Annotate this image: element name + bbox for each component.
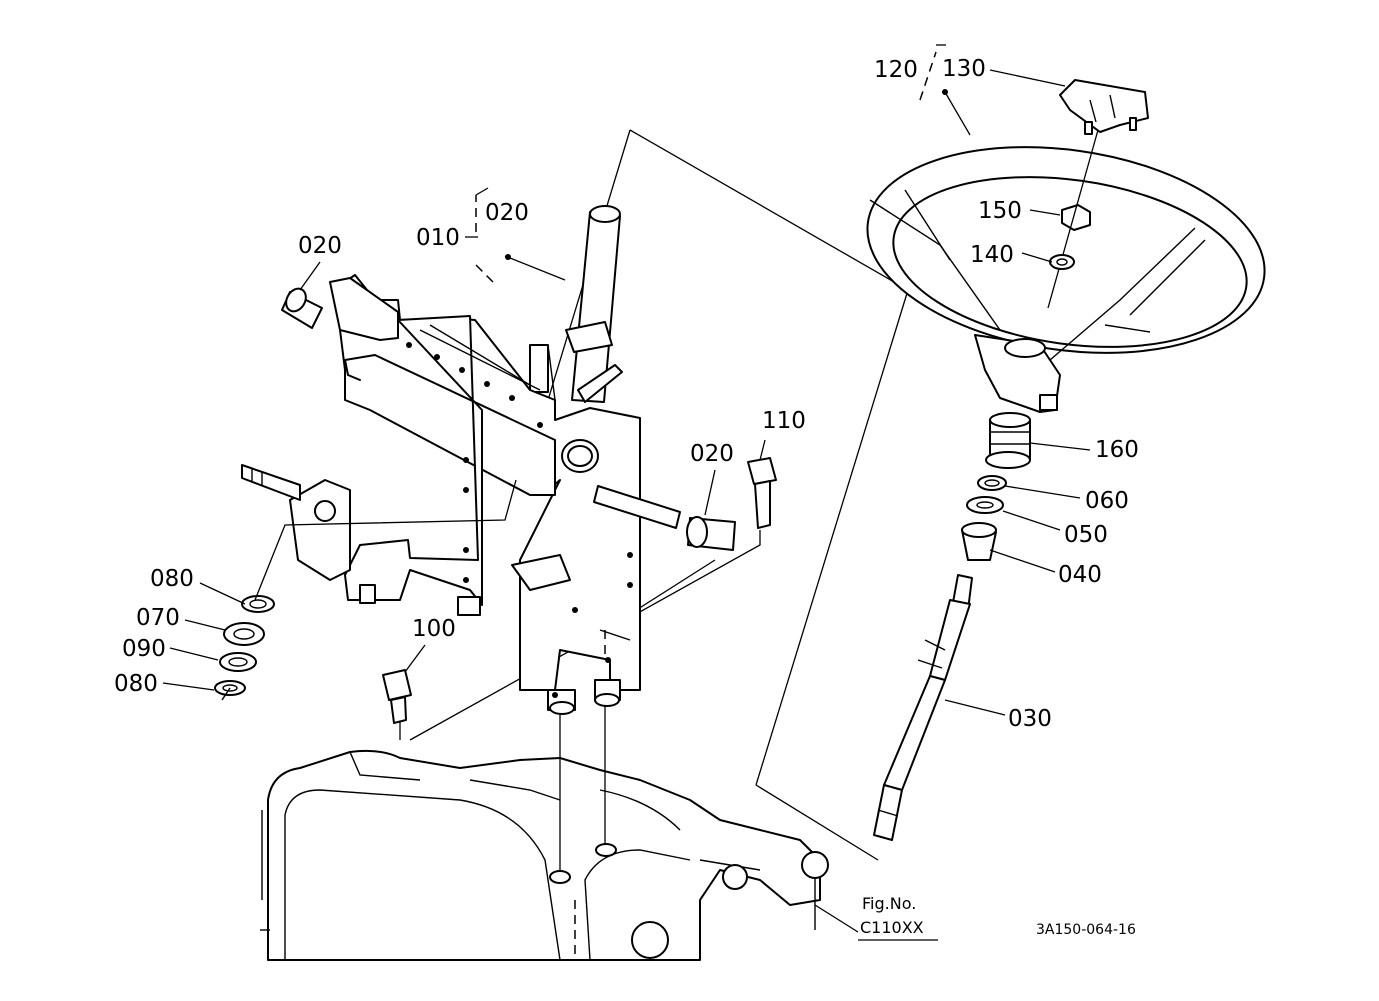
- steering-wheel: [866, 146, 1266, 413]
- bushing-right: [686, 516, 736, 551]
- steering-cap: [1059, 79, 1149, 135]
- callout-060: 060: [1085, 488, 1129, 514]
- bolt-100: [382, 669, 412, 724]
- bearing-stack: [214, 479, 517, 701]
- callout-080-top: 080: [150, 566, 194, 592]
- snap-ring-060: [977, 475, 1007, 491]
- leader-lines: [162, 44, 1091, 716]
- callout-130: 130: [942, 56, 986, 82]
- callout-020-bracket: 020: [485, 200, 529, 226]
- steering-column-tube: [529, 205, 623, 403]
- callout-010: 010: [416, 225, 460, 251]
- fig-number: C110XX: [860, 918, 924, 937]
- callout-labels: 120 130 150 140 160 060 050 040 030 110 …: [114, 56, 1139, 732]
- bushing-040: [961, 522, 997, 561]
- fig-label: Fig.No.: [862, 894, 916, 913]
- bushing-left: [281, 287, 323, 329]
- washer-140: [1049, 254, 1075, 270]
- callout-090: 090: [122, 636, 166, 662]
- callout-040: 040: [1058, 562, 1102, 588]
- callout-080-bottom: 080: [114, 671, 158, 697]
- spring-160: [985, 412, 1031, 469]
- steering-shaft-030: [873, 574, 973, 841]
- pivot-shaft: [241, 359, 681, 529]
- bolt-110: [747, 457, 777, 529]
- doc-number: 3A150-064-16: [1036, 922, 1136, 938]
- callout-160: 160: [1095, 437, 1139, 463]
- transmission-housing: [260, 749, 859, 961]
- callout-140: 140: [970, 242, 1014, 268]
- figure-reference: Fig.No. C110XX 3A150-064-16: [858, 894, 1136, 941]
- callout-150: 150: [978, 198, 1022, 224]
- callout-030: 030: [1008, 706, 1052, 732]
- callout-100: 100: [412, 616, 456, 642]
- callout-120: 120: [874, 57, 918, 83]
- callout-070: 070: [136, 605, 180, 631]
- washer-050: [966, 496, 1004, 514]
- nut-150: [1047, 129, 1099, 309]
- callout-020-right: 020: [690, 441, 734, 467]
- callout-020-left: 020: [298, 233, 342, 259]
- callout-050: 050: [1064, 522, 1108, 548]
- callout-110: 110: [762, 408, 806, 434]
- alignment-lines: [559, 705, 606, 960]
- steering-bracket-frame: [289, 274, 641, 715]
